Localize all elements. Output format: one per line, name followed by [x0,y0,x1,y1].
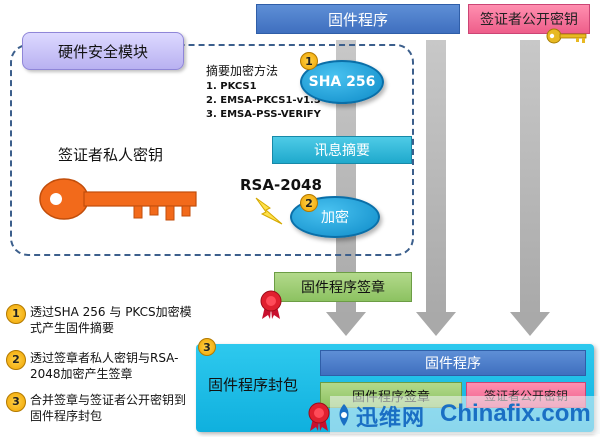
arrow-head-right [510,312,550,336]
step-text: 透过签章者私人密钥与RSA-2048加密产生签章 [30,351,179,381]
step-text: 合并签章与签证者公开密钥到固件程序封包 [30,393,187,423]
step-badge: 1 [6,304,26,324]
arrow-column-left [336,40,356,316]
digest-methods: 摘要加密方法 1. PKCS1 2. EMSA-PKCS1-v1.5 3. EM… [206,64,321,122]
gold-key-icon [546,28,587,44]
arrow-column-right [520,40,540,316]
package-firmware-box: 固件程序 [320,350,586,376]
step-badge: 3 [6,392,26,412]
method-item: 3. EMSA-PSS-VERIFY [206,109,321,120]
firmware-top-box: 固件程序 [256,4,460,34]
arrow-head-left [326,312,366,336]
watermark-band [330,396,600,434]
step-2: 2 透过签章者私人密钥与RSA-2048加密产生签章 [6,350,196,382]
arrow-head-middle [416,312,456,336]
arrow-column-middle [426,40,446,316]
step-badge-2: 2 [300,194,318,212]
methods-title: 摘要加密方法 [206,64,279,78]
watermark-logo-icon [339,404,349,426]
method-item: 2. EMSA-PKCS1-v1.5 [206,95,321,106]
seal-ribbon-icon [308,402,330,431]
watermark-cn: 迅维网 [356,406,426,431]
hsm-frame [10,44,414,256]
encrypt-node: 加密 [290,196,380,238]
lightning-icon [255,197,283,225]
step-text: 透过SHA 256 与 PKCS加密模式产生固件摘要 [30,305,192,335]
step-badge-1: 1 [300,52,318,70]
step-badge: 2 [6,350,26,370]
private-key-label: 签证者私人密钥 [58,146,164,164]
message-digest-box: 讯息摘要 [272,136,412,164]
step-badge-3: 3 [198,338,216,356]
seal-ribbon-icon [260,290,282,319]
step-3: 3 合并签章与签证者公开密钥到固件程序封包 [6,392,196,424]
public-key-top-box: 签证者公开密钥 [468,4,590,34]
firmware-signature-box: 固件程序签章 [274,272,412,302]
step-1: 1 透过SHA 256 与 PKCS加密模式产生固件摘要 [6,304,196,336]
package-label: 固件程序封包 [208,376,299,394]
watermark-en: Chinafix.com [440,400,591,427]
method-item: 1. PKCS1 [206,81,257,92]
orange-key-icon [39,178,197,221]
hsm-title: 硬件安全模块 [22,32,184,70]
rsa-label: RSA-2048 [240,176,322,194]
